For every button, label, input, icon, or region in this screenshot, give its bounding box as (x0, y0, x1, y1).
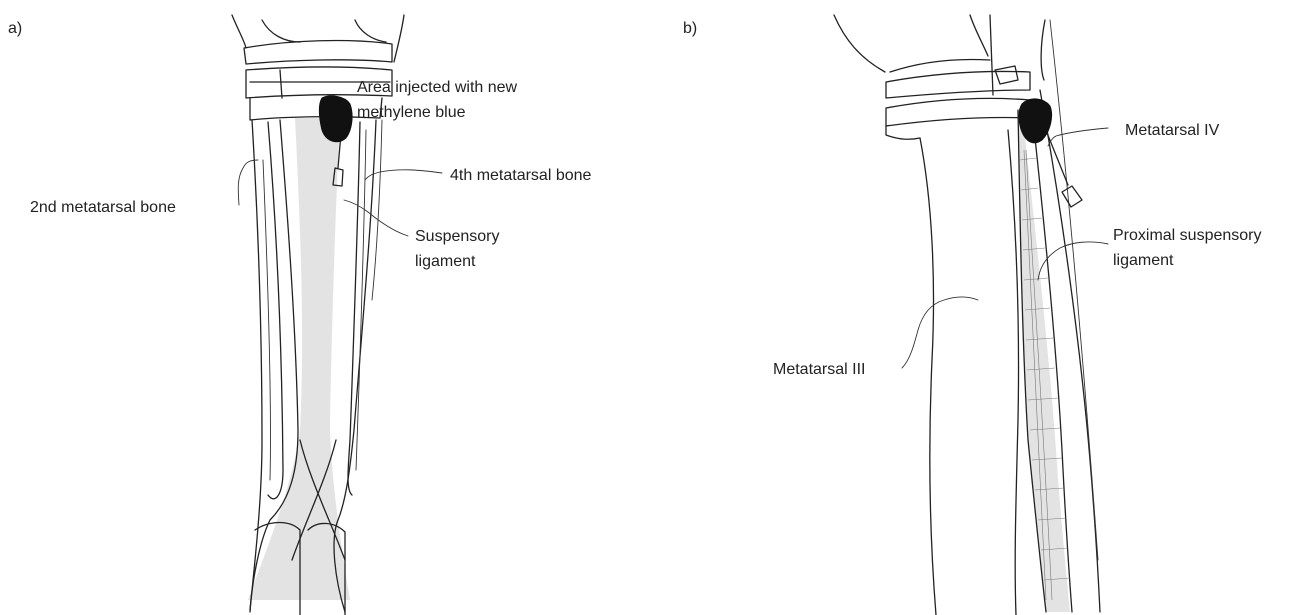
leader-metatarsal-iv (1048, 128, 1108, 146)
panel-a: a) (8, 15, 592, 615)
label-fourth-metatarsal: 4th metatarsal bone (450, 167, 592, 184)
panel-b: b) (683, 15, 1262, 615)
label-suspensory-line1: Suspensory (415, 228, 500, 245)
label-proximal-suspensory-line2: ligament (1113, 252, 1174, 269)
injection-area-blob-b (1019, 99, 1052, 143)
injection-area-blob (319, 96, 352, 142)
leader-metatarsal-iii (902, 297, 978, 368)
label-metatarsal-iv: Metatarsal IV (1125, 122, 1220, 139)
label-proximal-suspensory-line1: Proximal suspensory (1113, 227, 1262, 244)
label-injected-area-line2: methylene blue (357, 104, 466, 121)
label-second-metatarsal: 2nd metatarsal bone (30, 199, 176, 216)
panel-b-bone-drawing (834, 15, 1100, 615)
label-injected-area-line1: Area injected with new (357, 79, 518, 96)
label-metatarsal-iii: Metatarsal III (773, 361, 865, 378)
panel-a-tag: a) (8, 20, 22, 37)
leader-suspensory-ligament (344, 200, 408, 236)
leader-fourth-metatarsal (365, 170, 442, 180)
label-suspensory-line2: ligament (415, 253, 476, 270)
panel-b-tag: b) (683, 20, 697, 37)
